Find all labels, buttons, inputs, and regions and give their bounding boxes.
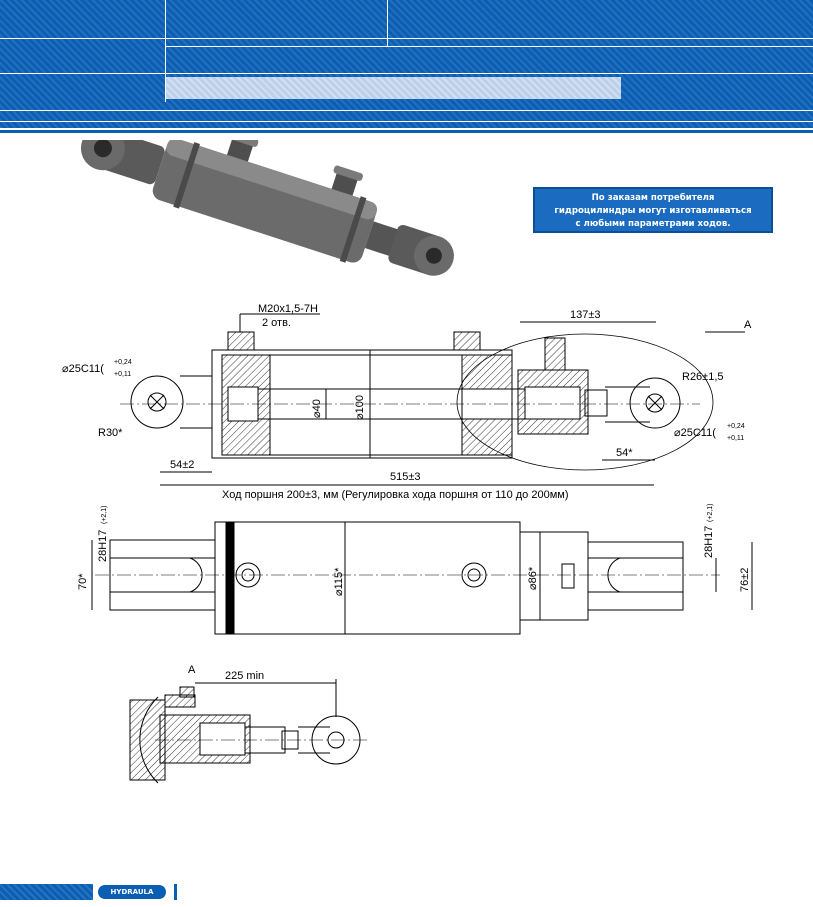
tol-upper: +0,24 <box>727 423 745 430</box>
dim-54a: 54±2 <box>170 459 194 471</box>
dim-137: 137±3 <box>570 309 601 321</box>
dim-86: ⌀86* <box>527 566 539 590</box>
header-line <box>0 38 813 39</box>
notice-line: с любыми параметрами ходов. <box>575 219 731 229</box>
footer-separator <box>174 884 177 900</box>
detail-a-drawing: A 225 min <box>129 664 370 784</box>
dim-54b: 54* <box>616 447 633 459</box>
radius-r30: R30* <box>98 427 123 439</box>
dim-115: ⌀115* <box>333 567 345 596</box>
header-divider <box>387 0 388 46</box>
bore-left: ⌀25C11( <box>62 363 104 375</box>
notice-line: По заказам потребителя <box>591 193 715 203</box>
header-line <box>0 110 813 111</box>
header-line <box>0 121 813 122</box>
header-line <box>166 46 813 47</box>
dim-515: 515±3 <box>390 471 421 483</box>
dim-70: 70* <box>77 573 89 590</box>
dim-rod: ⌀40 <box>311 399 323 418</box>
header-blank-field <box>166 77 621 99</box>
outside-drawing: 70* 28H17 (+2,1) ⌀115* ⌀86* 28H17 (+2,1)… <box>77 504 753 635</box>
dim-28-left: 28H17 <box>97 530 109 562</box>
dim-225: 225 min <box>225 670 264 682</box>
notice-line: гидроцилиндры могут изготавливаться <box>554 206 752 216</box>
header-divider <box>165 0 166 102</box>
dim-76: 76±2 <box>739 568 751 592</box>
tol-lower: +0,11 <box>727 435 744 442</box>
thread-count: 2 отв. <box>262 317 291 329</box>
notice-box: По заказам потребителя гидроцилиндры мог… <box>533 187 773 233</box>
dim-28-right: 28H17 <box>703 526 715 558</box>
stroke-note: Ход поршня 200±3, мм (Регулировка хода п… <box>222 489 569 501</box>
bore-right: ⌀25C11( <box>674 427 716 439</box>
detail-view-label: A <box>188 664 196 676</box>
radius-r26: R26±1,5 <box>682 371 724 383</box>
tol-left: (+2,1) <box>101 506 108 524</box>
header-line <box>0 73 813 74</box>
logo-text: HYDRAULA <box>110 888 154 896</box>
tol-lower: +0,11 <box>114 371 131 378</box>
tol-upper: +0,24 <box>114 359 132 366</box>
dim-body: ⌀100 <box>354 395 366 420</box>
thread-label: M20x1,5-7H <box>258 303 318 315</box>
brand-logo: HYDRAULA <box>98 885 166 899</box>
view-a-label: A <box>744 319 752 331</box>
tol-right: (+2,1) <box>707 504 714 522</box>
footer-logo: HYDRAULA <box>98 884 177 900</box>
section-drawing: M20x1,5-7H 2 отв. 137±3 A ⌀25C11( +0,24 … <box>62 303 752 501</box>
header-band <box>0 0 813 128</box>
cylinder-3d-render <box>80 140 454 276</box>
footer-band <box>0 884 93 900</box>
header-stripe <box>0 130 813 133</box>
